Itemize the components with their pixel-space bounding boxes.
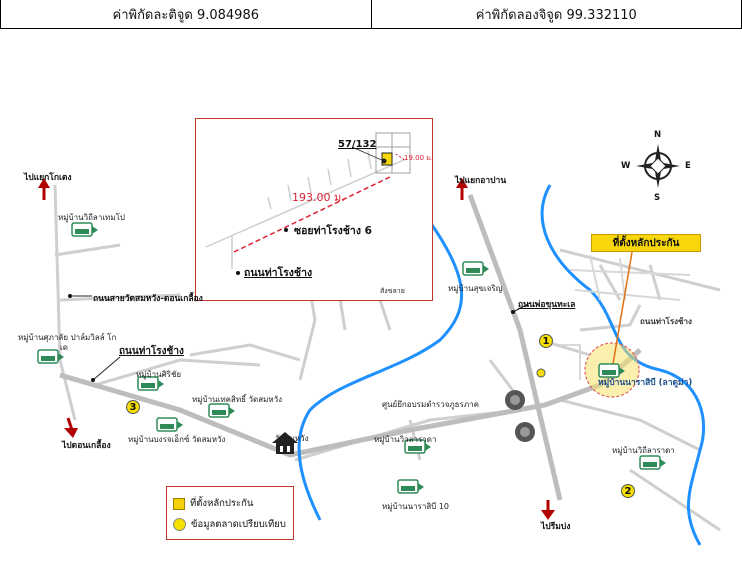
label-road-phon-chana: ถนนพ่อขุนทะเล bbox=[518, 300, 576, 310]
label-village-2b: เด bbox=[60, 343, 68, 352]
label-to-phrae-mong: ไปรีมบ่ง bbox=[541, 522, 571, 532]
label-village-2: หมู่บ้านศุภาลัย ปาล์มวิลล์ โก bbox=[18, 333, 117, 342]
plot-number: 57/132 bbox=[338, 139, 377, 150]
label-market-center: ศูนย์ยึกอบรมตำรวจภูธรภาค bbox=[382, 400, 479, 409]
temple-icon bbox=[272, 432, 298, 454]
inset-road-label: ถนนท่าโรงช้าง bbox=[244, 267, 313, 279]
collateral-callout: ที่ตั้งหลักประกัน bbox=[591, 234, 701, 252]
legend-collateral-label: ที่ตั้งหลักประกัน bbox=[190, 498, 254, 509]
direction-arrows bbox=[38, 178, 555, 520]
inset-direction-label: สังขลาย bbox=[380, 287, 405, 295]
market-markers bbox=[505, 368, 546, 442]
label-village-8: หมู่บ้านนาราสิบี 10 bbox=[382, 502, 450, 511]
label-village-10: หมู่บ้านนาราสิบี (ลาดูม่า) bbox=[598, 378, 693, 388]
market-badge-2: 2 bbox=[621, 484, 635, 498]
coordinates-table: ค่าพิกัดละติจูด 9.084986 ค่าพิกัดลองจิจู… bbox=[0, 0, 742, 29]
label-to-kok-paan: ไปแยกอาปาน bbox=[455, 176, 507, 186]
label-road-right: ถนนท่าโรงช้าง bbox=[640, 317, 692, 326]
compass-w: W bbox=[621, 161, 631, 171]
label-village-3: หมู่บ้านศิริชัย bbox=[136, 370, 182, 379]
label-village-5: หมู่บ้านบงรจเอ็กซ์ วัดสมหวัง bbox=[128, 435, 226, 444]
inset-soi-label: ซอยท่าโรงช้าง 6 bbox=[294, 225, 372, 237]
label-village-4: หมู่บ้านเทคสิทธิ์ วัดสมหวัง bbox=[192, 395, 283, 404]
distance-main: 193.00 ม. bbox=[292, 191, 345, 204]
market-circle-icon bbox=[173, 518, 186, 531]
legend-market-label: ข้อมูลตลาดเปรียบเทียบ bbox=[191, 519, 286, 530]
market-badge-1: 1 bbox=[539, 334, 553, 348]
latitude-cell: ค่าพิกัดละติจูด 9.084986 bbox=[0, 0, 371, 28]
label-temple: วัดสมหวัง bbox=[275, 434, 309, 443]
label-road-sai: ถนนสายวัดสมหวัง-ดอนเกลื้อง bbox=[93, 294, 203, 304]
market-badge-3: 3 bbox=[126, 400, 140, 414]
label-village-6: หมู่บ้านสุขเจริญ bbox=[448, 284, 503, 293]
village-icons bbox=[37, 222, 666, 494]
label-village-1: หมู่บ้านวิถีลาเทมโป bbox=[58, 213, 125, 222]
distance-small: 19.00 ม. bbox=[404, 154, 434, 162]
compass-icon bbox=[636, 144, 680, 188]
label-to-don-kluea: ไปดอนเกลื้อง bbox=[62, 441, 111, 451]
label-village-9: หมู่บ้านวิถีลาราดา bbox=[612, 446, 675, 455]
legend-market: ข้อมูลตลาดเปรียบเทียบ bbox=[173, 517, 286, 532]
map-legend: ที่ตั้งหลักประกัน ข้อมูลตลาดเปรียบเทียบ bbox=[166, 486, 294, 540]
collateral-square-icon bbox=[173, 497, 185, 510]
compass-n: N bbox=[654, 130, 662, 140]
compass-s: S bbox=[654, 193, 661, 203]
label-village-7: หมู่บ้านวิวลาราดา bbox=[374, 435, 437, 444]
river bbox=[297, 184, 706, 546]
legend-collateral: ที่ตั้งหลักประกัน bbox=[173, 496, 253, 511]
compass-e: E bbox=[685, 161, 691, 171]
label-road-tha-rong-chang: ถนนท่าโรงช้าง bbox=[119, 346, 184, 357]
label-to-kok-kong: ไปแยกโกเตง bbox=[24, 173, 72, 183]
inset-detail-map: 57/132 19.00 ม. 193.00 ม. ซอยท่าโรงช้าง … bbox=[195, 118, 433, 301]
